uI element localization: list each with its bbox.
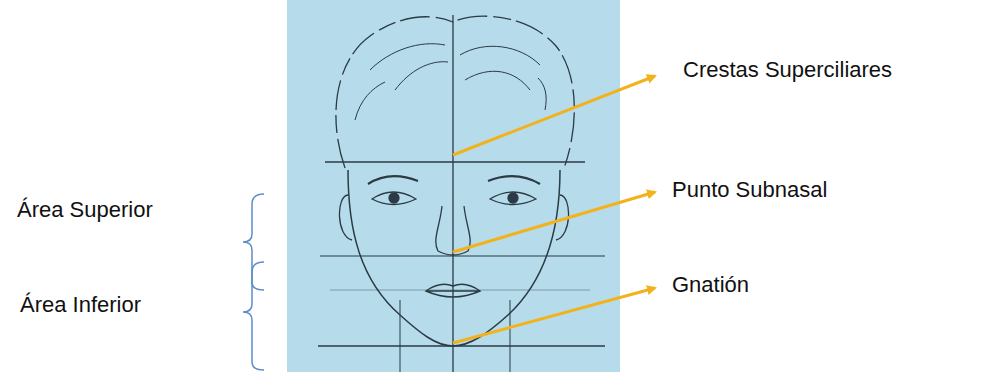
hair-strokes — [355, 44, 546, 120]
landmark-label: Gnatión — [672, 272, 749, 298]
landmark-label: Punto Subnasal — [672, 177, 827, 203]
leader-arrow — [453, 76, 655, 155]
neck-line — [400, 300, 510, 372]
area-bracket — [243, 262, 264, 370]
brackets — [243, 194, 264, 370]
face-drawing — [318, 15, 605, 372]
iris — [389, 193, 399, 203]
subnasal-line — [320, 256, 605, 257]
center-line — [452, 15, 453, 372]
eyebrow — [368, 176, 540, 184]
leader-arrow — [453, 288, 655, 343]
eye — [372, 192, 536, 205]
area-label: Área Superior — [17, 197, 153, 223]
hair-outline — [336, 16, 574, 168]
leader-arrow — [453, 192, 655, 252]
area-label: Área Inferior — [20, 292, 141, 318]
mouth — [426, 284, 480, 297]
iris — [508, 193, 518, 203]
landmark-label: Crestas Superciliares — [683, 57, 892, 83]
picture-background — [287, 0, 620, 372]
area-bracket — [243, 194, 264, 290]
face-outline — [348, 170, 560, 346]
brow-line — [325, 161, 585, 162]
ear — [339, 195, 568, 240]
leader-arrows — [453, 76, 655, 343]
